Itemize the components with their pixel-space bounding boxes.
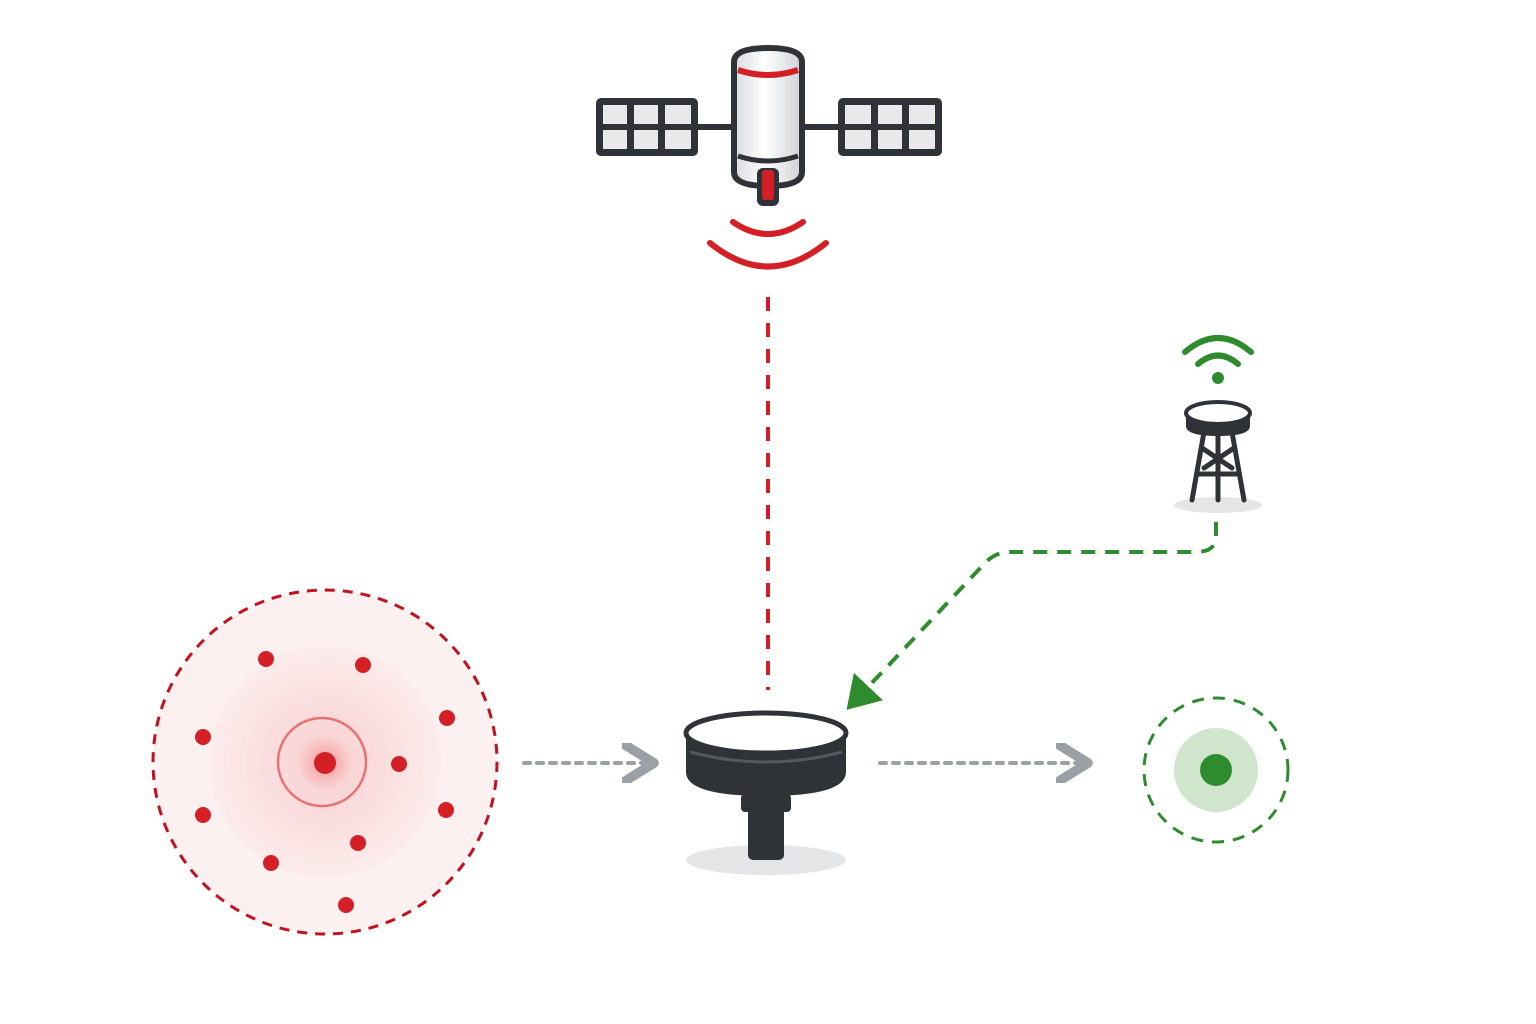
scatter-point bbox=[338, 897, 354, 913]
antenna-mast bbox=[748, 808, 784, 860]
antenna-top bbox=[683, 710, 849, 756]
signal-wave-inner bbox=[730, 219, 806, 237]
uncertainty-ring bbox=[276, 716, 368, 808]
gnss-antenna-icon bbox=[683, 710, 849, 875]
scatter-point bbox=[439, 710, 455, 726]
scatter-point bbox=[263, 855, 279, 871]
fixed-position-dot bbox=[1200, 754, 1232, 786]
solar-panel-left bbox=[596, 98, 698, 156]
satellite-icon bbox=[596, 44, 942, 270]
tower-shadow bbox=[1174, 497, 1262, 513]
correction-link bbox=[846, 522, 1218, 710]
wifi-icon bbox=[1182, 335, 1254, 355]
scattered-position-cloud bbox=[151, 588, 499, 936]
precise-position-target bbox=[1142, 696, 1290, 844]
scatter-point bbox=[195, 729, 211, 745]
satellite-body bbox=[731, 44, 805, 190]
scatter-point bbox=[350, 835, 366, 851]
scatter-point bbox=[438, 802, 454, 818]
scatter-points bbox=[195, 651, 455, 913]
scatter-point bbox=[195, 807, 211, 823]
estimated-position-dot bbox=[314, 752, 336, 774]
scatter-point bbox=[355, 657, 371, 673]
solar-panel-right bbox=[838, 98, 942, 156]
scatter-point bbox=[258, 651, 274, 667]
signal-wave-outer bbox=[707, 240, 829, 270]
scatter-point bbox=[391, 756, 407, 772]
radio-tower-icon bbox=[1174, 335, 1262, 513]
